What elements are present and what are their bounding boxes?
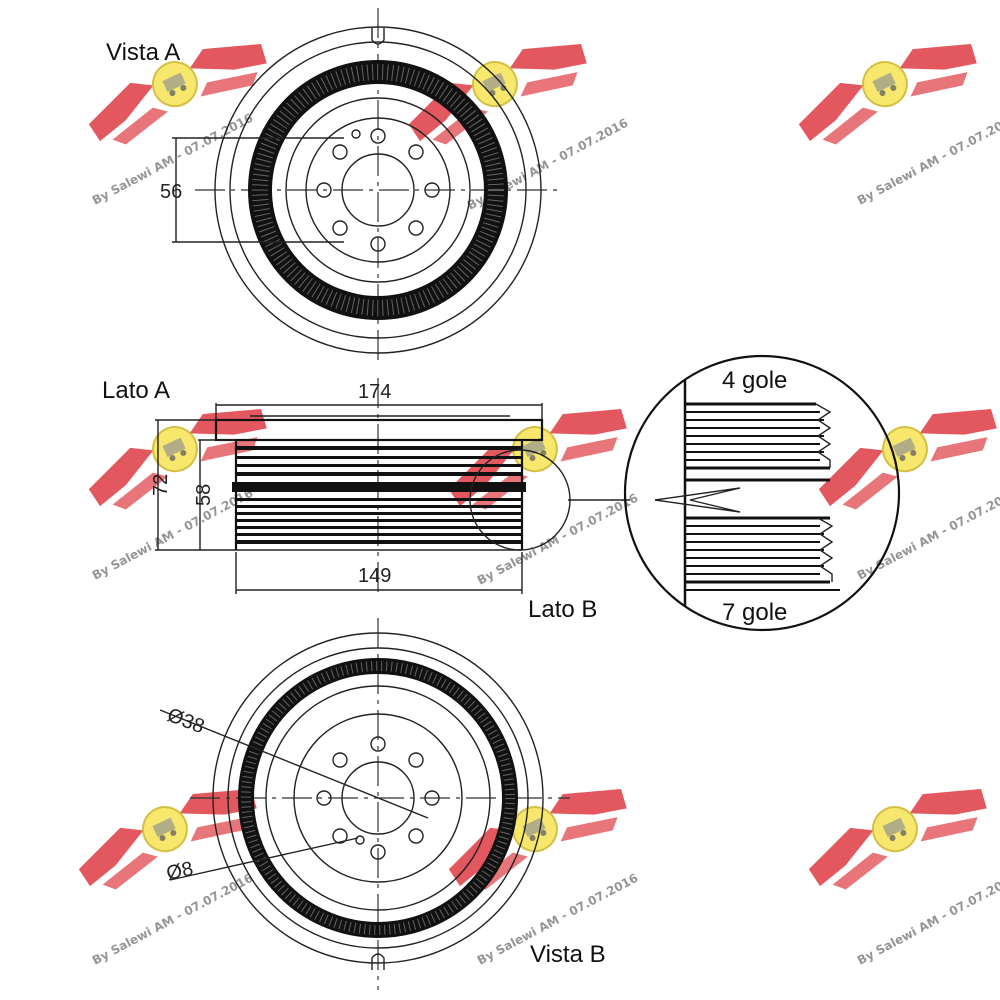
damper-ring	[238, 658, 518, 938]
bolt-hole	[332, 220, 348, 236]
outer-flange	[214, 418, 544, 442]
dim-outer-diameter: 174	[358, 381, 391, 403]
label-lato-a: Lato A	[102, 377, 170, 404]
bore-leader	[159, 709, 429, 819]
dim-overall-height: 72	[150, 474, 172, 496]
bolt-hole	[370, 236, 386, 252]
lower-grooves	[236, 498, 522, 544]
side-view: Lato A 174 72 58	[102, 377, 630, 623]
timing-notch	[371, 953, 385, 970]
hub-outer	[285, 97, 471, 283]
watermark-logo	[808, 388, 1000, 522]
label-lato-b: Lato B	[528, 596, 597, 623]
outer-rim-inner	[229, 41, 527, 339]
watermark-text: By Salewi AM - 07.07.2016	[90, 486, 256, 583]
center-bore	[341, 761, 415, 835]
watermark-text: By Salewi AM - 07.07.2016	[855, 111, 1000, 208]
bolt-hole	[332, 752, 348, 768]
bolt-hole	[370, 128, 386, 144]
watermark-text: By Salewi AM - 07.07.2016	[855, 871, 1000, 968]
watermark-logo	[788, 23, 987, 157]
detail-upper-grooves	[686, 402, 832, 470]
bolt-hole	[408, 144, 424, 160]
detail-circle	[623, 354, 901, 632]
label-vista-a: Vista A	[106, 39, 180, 66]
watermark-logo	[798, 768, 997, 902]
hub-outer	[265, 685, 491, 911]
upper-grooves	[236, 446, 522, 476]
dim-groove-diameter: 149	[358, 565, 391, 587]
groove-detail: 4 gole 7 gole	[623, 354, 901, 632]
pin-hole	[351, 129, 361, 139]
dim-bore: Ø38	[164, 704, 207, 738]
dim-bolt-circle: 56	[160, 181, 182, 203]
bolt-hole	[332, 828, 348, 844]
bolt-hole	[408, 752, 424, 768]
outer-rim	[214, 26, 542, 354]
bolt-hole	[370, 844, 386, 860]
bolt-hole	[424, 182, 440, 198]
detail-lower-grooves	[686, 516, 834, 584]
label-upper-grooves: 4 gole	[722, 367, 787, 394]
bolt-hole	[424, 790, 440, 806]
dim-pulley-height: 58	[193, 484, 215, 506]
label-lower-grooves: 7 gole	[722, 599, 787, 626]
bolt-hole	[408, 828, 424, 844]
center-bore	[341, 153, 415, 227]
timing-notch	[371, 28, 385, 45]
bolt-hole	[316, 182, 332, 198]
pin-leader	[169, 837, 359, 881]
bolt-hole	[332, 144, 348, 160]
vista-b-view: Ø38 Ø8 Vista B	[159, 618, 606, 990]
outer-rim-inner	[227, 647, 529, 949]
bolt-hole	[370, 736, 386, 752]
bolt-hole	[408, 220, 424, 236]
label-vista-b: Vista B	[530, 941, 606, 968]
pin-hole	[355, 835, 365, 845]
watermark-logo	[438, 768, 637, 902]
damper-ring-texture	[252, 64, 504, 316]
outer-rim	[212, 632, 544, 964]
damper-ring	[248, 60, 508, 320]
hub-inner	[293, 713, 463, 883]
vista-a-view: 56 Vista A	[106, 8, 560, 362]
detail-arrow	[654, 487, 741, 513]
groove-separator	[232, 482, 526, 492]
bolt-hole	[316, 790, 332, 806]
dim-pin-hole: Ø8	[164, 858, 195, 885]
hub-inner	[305, 117, 451, 263]
